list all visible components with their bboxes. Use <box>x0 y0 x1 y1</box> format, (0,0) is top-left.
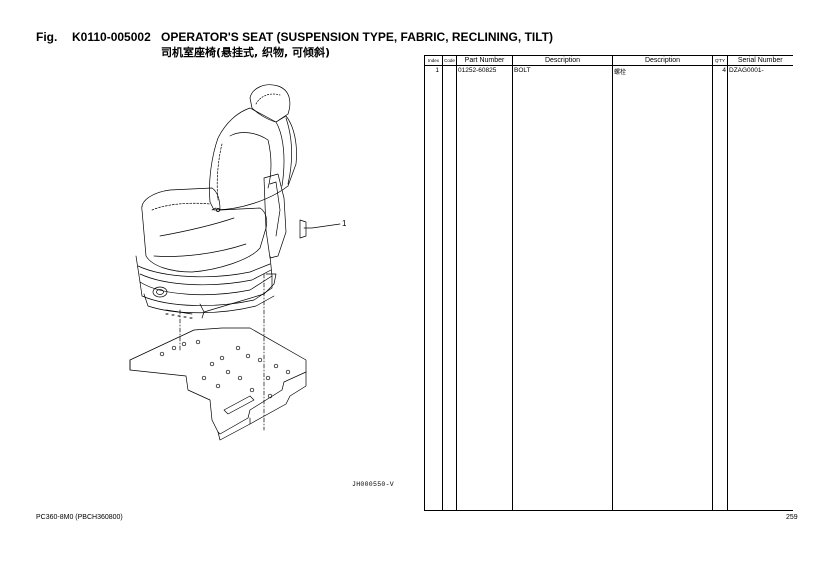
cell-index: 1 <box>424 65 443 76</box>
figure-title-chinese: 司机室座椅(悬挂式, 织物, 可倾斜) <box>161 46 331 59</box>
cell-code <box>442 65 457 76</box>
cell-part-number: 01252-60825 <box>456 65 513 76</box>
seat-assembly-drawing <box>129 84 341 441</box>
col-header-part-number: Part Number <box>456 55 513 66</box>
cell-serial: DZAG0001- <box>727 65 793 76</box>
filler-cell <box>712 76 728 511</box>
col-header-index: Index <box>424 55 443 66</box>
footer-model: PC360-8M0 (PBCH360800) <box>36 514 123 521</box>
table-filler-row <box>424 76 793 511</box>
col-header-serial: Serial Number <box>727 55 793 66</box>
cell-description-cn: 螺栓 <box>612 65 713 76</box>
filler-cell <box>424 76 443 511</box>
filler-cell <box>727 76 793 511</box>
figure-code: K0110-005002 <box>72 30 151 44</box>
filler-cell <box>442 76 457 511</box>
col-header-code: Code <box>442 55 457 66</box>
figure-title-english: OPERATOR'S SEAT (SUSPENSION TYPE, FABRIC… <box>161 30 553 44</box>
figure-label: Fig. <box>36 30 58 44</box>
table-header-row: Index Code Part Number Description Descr… <box>424 55 793 66</box>
col-header-qty: Q'TY <box>712 55 728 66</box>
col-header-description-en: Description <box>512 55 613 66</box>
drawing-id: JH000550-V <box>352 481 395 488</box>
cell-qty: 4 <box>712 65 728 76</box>
table-row: 1 01252-60825 BOLT 螺栓 4 DZAG0001- <box>424 65 793 76</box>
col-header-description-cn: Description <box>612 55 713 66</box>
filler-cell <box>612 76 713 511</box>
footer-page-number: 259 <box>786 514 798 521</box>
parts-list-table: Index Code Part Number Description Descr… <box>424 55 793 511</box>
cell-description-en: BOLT <box>512 65 613 76</box>
callout-number: 1 <box>342 219 347 228</box>
filler-cell <box>512 76 613 511</box>
filler-cell <box>456 76 513 511</box>
